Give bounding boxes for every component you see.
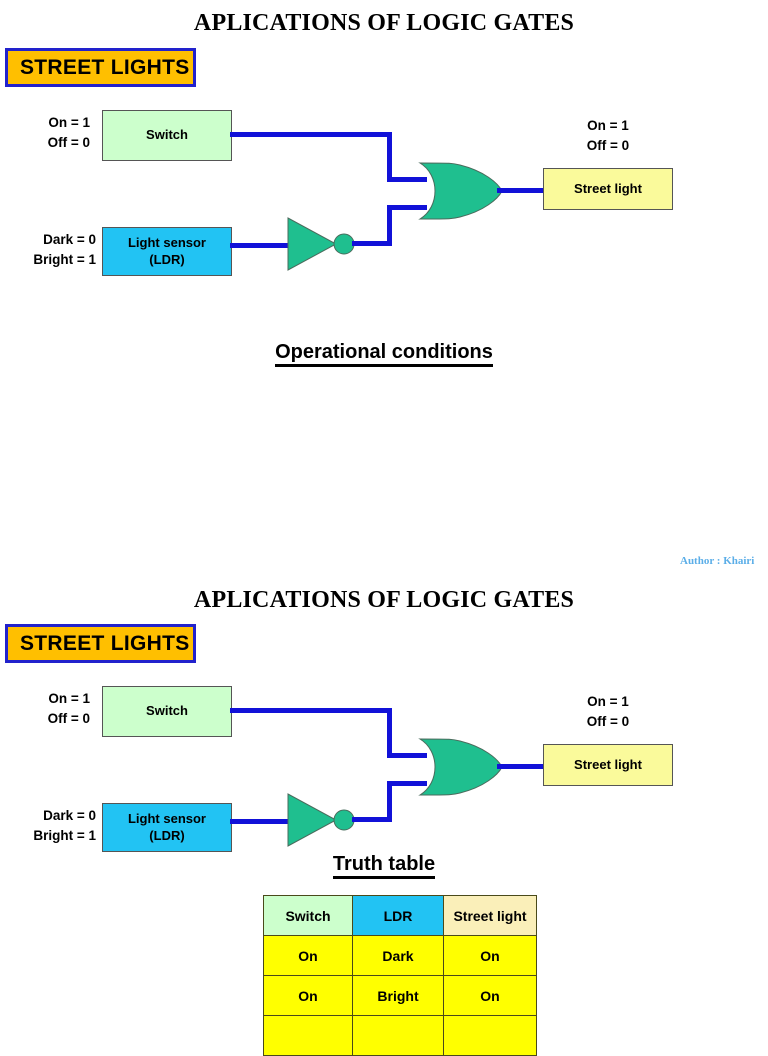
wire-or-out-1 — [497, 188, 547, 193]
truth-cell-switch-r2: On — [263, 975, 353, 1016]
street-lights-badge-2: STREET LIGHTS — [5, 624, 196, 663]
page-title-2: APLICATIONS OF LOGIC GATES — [193, 587, 575, 613]
wire-switch-out-1 — [230, 132, 392, 137]
street-light-block-2: Street light — [543, 744, 673, 786]
wire-switch-out-2 — [230, 708, 392, 713]
wire-or-out-2 — [497, 764, 547, 769]
wire-ldr-out-1 — [230, 243, 290, 248]
truth-cell-switch-r3 — [263, 1015, 353, 1056]
wire-or-in1-2 — [387, 753, 427, 758]
wire-or-in2-2 — [387, 781, 427, 786]
ldr-input-label-2: Dark = 0 Bright = 1 — [8, 806, 96, 845]
ldr-block-1: Light sensor (LDR) — [102, 227, 232, 276]
street-lights-badge-1: STREET LIGHTS — [5, 48, 196, 87]
truth-header-switch: Switch — [263, 895, 353, 936]
wire-ldr-out-2 — [230, 819, 290, 824]
wire-switch-down-1 — [387, 132, 392, 182]
truth-header-street-light: Street light — [443, 895, 537, 936]
wire-switch-down-2 — [387, 708, 392, 758]
truth-cell-switch-r1: On — [263, 935, 353, 976]
output-off-value-1: Off = 0 — [586, 137, 630, 153]
author-credit: Author : Khairi — [680, 555, 755, 567]
truth-cell-out-r3 — [443, 1015, 537, 1056]
truth-header-ldr: LDR — [352, 895, 444, 936]
or-gate-2 — [418, 738, 503, 796]
switch-input-label-2: On = 1 Off = 0 — [14, 689, 90, 728]
wire-or-in1-1 — [387, 177, 427, 182]
page-title-1: APLICATIONS OF LOGIC GATES — [193, 10, 575, 36]
ldr-dark-value-1: Dark = 0 — [43, 232, 96, 247]
output-on-value-2: On = 1 — [587, 694, 629, 709]
wire-not-up-2 — [387, 781, 392, 821]
table-row: On Dark On — [263, 935, 537, 976]
output-off-value-2: Off = 0 — [586, 713, 630, 729]
switch-off-value-2: Off = 0 — [47, 710, 90, 726]
ldr-block-line1-2: Light sensor — [127, 811, 206, 827]
switch-block-1: Switch — [102, 110, 232, 161]
table-row: On Bright On — [263, 975, 537, 1016]
ldr-block-line2-2: (LDR) — [149, 827, 185, 843]
switch-on-value-2: On = 1 — [48, 691, 90, 706]
ldr-bright-value-1: Bright = 1 — [33, 251, 96, 267]
truth-table-heading: Truth table — [0, 853, 768, 879]
truth-cell-ldr-r1: Dark — [352, 935, 444, 976]
ldr-block-line1-1: Light sensor — [127, 235, 206, 251]
truth-cell-ldr-r3 — [352, 1015, 444, 1056]
table-row — [263, 1015, 537, 1056]
switch-on-value-1: On = 1 — [48, 115, 90, 130]
output-on-value-1: On = 1 — [587, 118, 629, 133]
switch-off-value-1: Off = 0 — [47, 134, 90, 150]
wire-not-out-2 — [352, 817, 392, 822]
operational-conditions-heading: Operational conditions — [0, 341, 768, 367]
street-light-output-label-2: On = 1 Off = 0 — [556, 692, 660, 731]
wire-not-up-1 — [387, 205, 392, 245]
truth-table-header-row: Switch LDR Street light — [263, 895, 537, 936]
ldr-block-line2-1: (LDR) — [149, 251, 185, 267]
truth-cell-ldr-r2: Bright — [352, 975, 444, 1016]
switch-block-2: Switch — [102, 686, 232, 737]
truth-cell-out-r1: On — [443, 935, 537, 976]
street-light-output-label-1: On = 1 Off = 0 — [556, 116, 660, 155]
switch-input-label-1: On = 1 Off = 0 — [14, 113, 90, 152]
operational-conditions-heading-text: Operational conditions — [275, 341, 493, 367]
wire-or-in2-1 — [387, 205, 427, 210]
truth-table: Switch LDR Street light On Dark On On Br… — [263, 895, 537, 1056]
or-gate-1 — [418, 162, 503, 220]
ldr-block-2: Light sensor (LDR) — [102, 803, 232, 852]
truth-table-heading-text: Truth table — [332, 853, 436, 879]
truth-cell-out-r2: On — [443, 975, 537, 1016]
ldr-dark-value-2: Dark = 0 — [43, 808, 96, 823]
ldr-input-label-1: Dark = 0 Bright = 1 — [8, 230, 96, 269]
street-light-block-1: Street light — [543, 168, 673, 210]
wire-not-out-1 — [352, 241, 392, 246]
ldr-bright-value-2: Bright = 1 — [33, 827, 96, 843]
